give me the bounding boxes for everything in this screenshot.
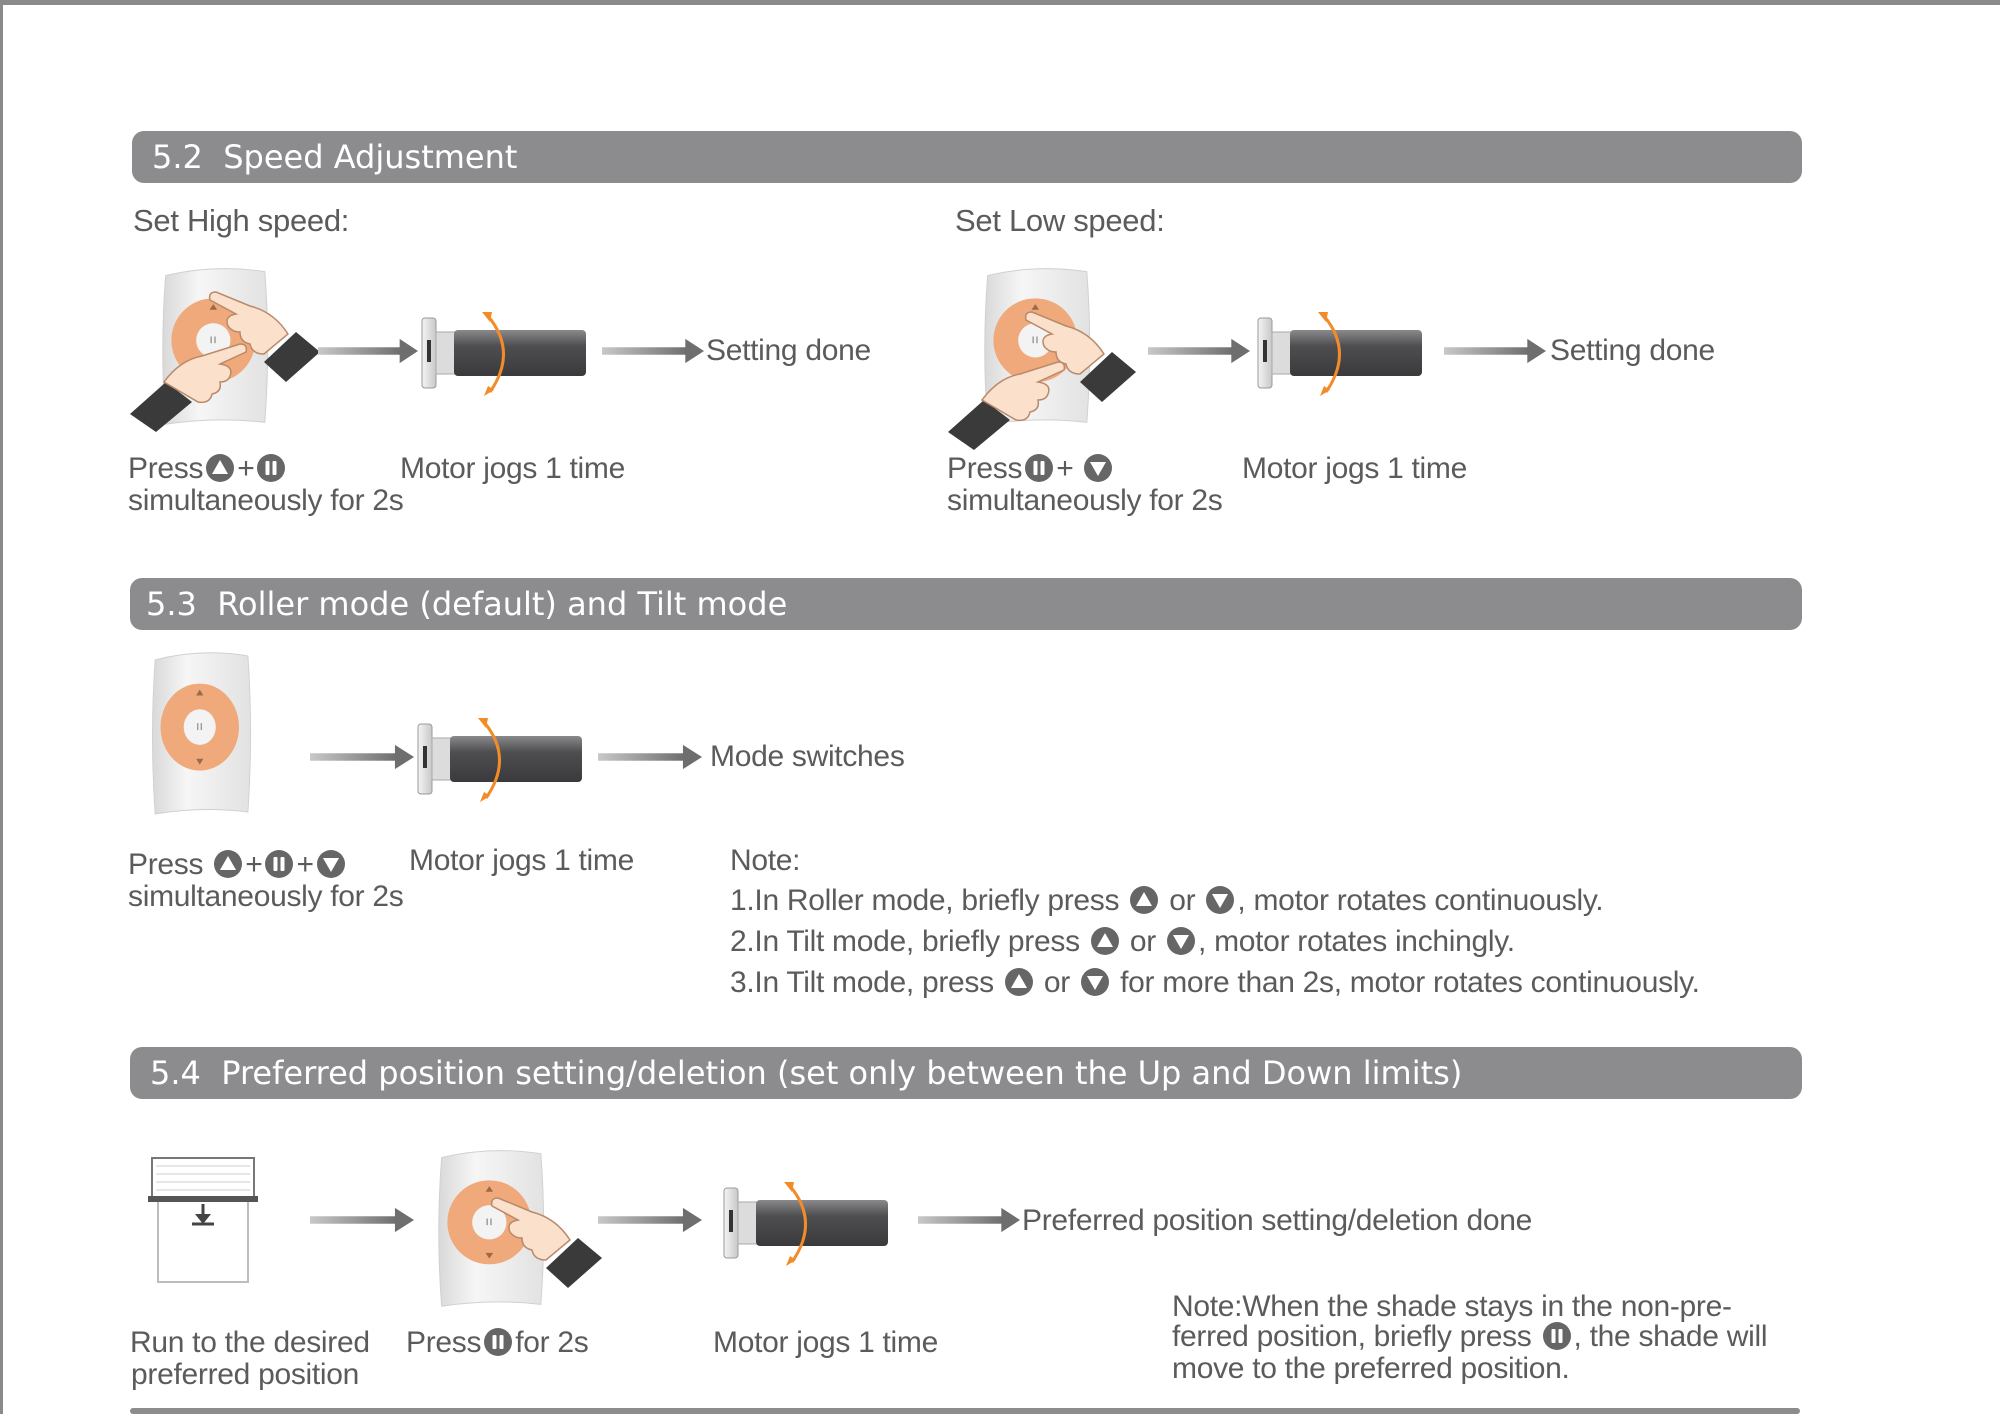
note-text: 1.In Roller mode, briefly press — [730, 884, 1120, 917]
arrow-icon — [310, 1206, 414, 1234]
remote-illustration — [148, 650, 264, 818]
press-label: Press — [128, 848, 204, 881]
arrow-icon — [1148, 337, 1250, 365]
high-speed-motor-label: Motor jogs 1 time — [400, 452, 625, 485]
motor-illustration — [1256, 308, 1426, 398]
section-title: Roller mode (default) and Tilt mode — [217, 585, 788, 623]
pause-icon — [264, 849, 294, 879]
mode-motor-label: Motor jogs 1 time — [409, 844, 634, 877]
high-speed-result: Setting done — [706, 334, 871, 367]
next-section-header-edge — [130, 1408, 1800, 1414]
section-header-speed-adjustment: 5.2 Speed Adjustment — [132, 131, 1802, 183]
up-triangle-icon — [1090, 926, 1120, 956]
pause-icon — [1542, 1321, 1572, 1351]
high-speed-instruction: Press + — [128, 452, 288, 486]
note-text: , motor rotates inchingly. — [1198, 925, 1515, 958]
press-label: Press — [406, 1326, 482, 1359]
plus-label: + — [1056, 452, 1074, 485]
pause-icon — [256, 453, 286, 483]
hand-right-illustration — [150, 262, 320, 412]
motor-illustration — [420, 308, 590, 398]
low-speed-simultaneous: simultaneously for 2s — [947, 484, 1223, 517]
arrow-icon — [318, 337, 418, 365]
pause-icon — [483, 1327, 513, 1357]
section-header-preferred-position: 5.4 Preferred position setting/deletion … — [130, 1047, 1802, 1099]
low-speed-label: Set Low speed: — [955, 203, 1165, 238]
section-number: 5.4 — [150, 1054, 201, 1092]
preferred-step1-line2: preferred position — [131, 1358, 360, 1391]
section-title: Preferred position setting/deletion (set… — [221, 1054, 1463, 1092]
motor-illustration — [722, 1178, 892, 1268]
note-text: 2.In Tilt mode, briefly press — [730, 925, 1080, 958]
low-speed-result: Setting done — [1550, 334, 1715, 367]
note-text: , motor rotates continuously. — [1237, 884, 1604, 917]
preferred-result: Preferred position setting/deletion done — [1022, 1204, 1533, 1237]
up-triangle-icon — [205, 453, 235, 483]
down-triangle-icon — [1205, 885, 1235, 915]
low-speed-instruction: Press + — [947, 452, 1115, 486]
plus-label: + — [296, 848, 314, 881]
note-or: or — [1129, 925, 1156, 958]
section-number: 5.2 — [152, 138, 203, 176]
high-speed-simultaneous: simultaneously for 2s — [128, 484, 404, 517]
arrow-icon — [598, 1206, 702, 1234]
note-text: for more than 2s, motor rotates continuo… — [1120, 966, 1700, 999]
down-triangle-icon — [1166, 926, 1196, 956]
motor-illustration — [416, 714, 586, 804]
preferred-note-line2: ferred position, briefly press , the sha… — [1172, 1320, 1768, 1354]
mode-note-1: 1.In Roller mode, briefly press or , mot… — [730, 884, 1604, 918]
plus-label: + — [237, 452, 255, 485]
down-triangle-icon — [1083, 453, 1113, 483]
page-left-border — [0, 0, 3, 1414]
mode-result: Mode switches — [710, 740, 905, 773]
hand-right-illustration — [966, 282, 1136, 432]
arrow-icon — [1444, 337, 1546, 365]
mode-simultaneous: simultaneously for 2s — [128, 880, 404, 913]
note-text: 3.In Tilt mode, press — [730, 966, 994, 999]
section-header-roller-tilt-mode: 5.3 Roller mode (default) and Tilt mode — [130, 578, 1802, 630]
pause-icon — [1024, 453, 1054, 483]
press-label: Press — [947, 452, 1023, 485]
note-text: , the shade will — [1573, 1320, 1768, 1353]
note-or: or — [1169, 884, 1196, 917]
up-triangle-icon — [1129, 885, 1159, 915]
hand-right-illustration — [432, 1168, 602, 1318]
arrow-icon — [918, 1206, 1020, 1234]
low-speed-motor-label: Motor jogs 1 time — [1242, 452, 1467, 485]
mode-instruction: Press + + — [128, 848, 348, 882]
preferred-step1-line1: Run to the desired — [130, 1326, 370, 1359]
arrow-icon — [602, 337, 704, 365]
press-label: Press — [128, 452, 204, 485]
duration-label: for 2s — [515, 1326, 589, 1359]
arrow-icon — [598, 743, 702, 771]
preferred-motor-label: Motor jogs 1 time — [713, 1326, 938, 1359]
shade-illustration — [148, 1156, 258, 1286]
mode-note-3: 3.In Tilt mode, press or for more than 2… — [730, 966, 1700, 1000]
mode-note-title: Note: — [730, 844, 801, 877]
preferred-note-line3: move to the preferred position. — [1172, 1352, 1570, 1385]
high-speed-label: Set High speed: — [133, 203, 350, 238]
note-text: ferred position, briefly press — [1172, 1320, 1532, 1353]
down-triangle-icon — [1080, 967, 1110, 997]
preferred-note-line1: Note:When the shade stays in the non-pre… — [1172, 1290, 1732, 1323]
up-triangle-icon — [1004, 967, 1034, 997]
mode-note-2: 2.In Tilt mode, briefly press or , motor… — [730, 925, 1515, 959]
section-number: 5.3 — [146, 585, 197, 623]
arrow-icon — [310, 743, 414, 771]
note-or: or — [1043, 966, 1070, 999]
down-triangle-icon — [316, 849, 346, 879]
section-title: Speed Adjustment — [223, 138, 518, 176]
plus-label: + — [245, 848, 263, 881]
page-top-border — [0, 0, 2000, 5]
preferred-press-instruction: Press for 2s — [406, 1326, 589, 1360]
up-triangle-icon — [213, 849, 243, 879]
